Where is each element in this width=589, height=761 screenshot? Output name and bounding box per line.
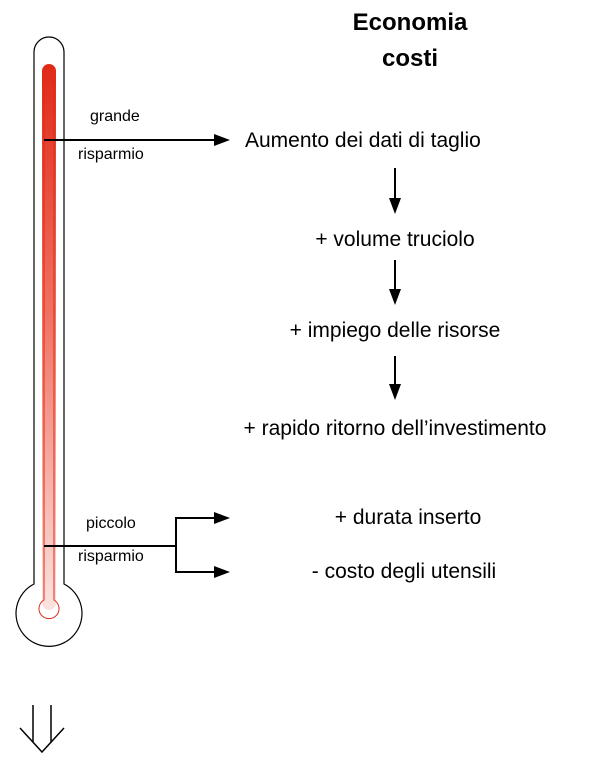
high-savings-label-1: grande <box>90 108 140 125</box>
step-resource-use: + impiego delle risorse <box>289 319 501 342</box>
low-savings-label-1: piccolo <box>86 515 136 532</box>
outcome-insert-life: + durata inserto <box>334 506 482 529</box>
double-down-arrow-icon <box>19 705 65 754</box>
thermometer-mercury <box>42 64 56 610</box>
low-savings-bracket <box>175 517 216 573</box>
step-quick-roi: + rapido ritorno dell’investimento <box>243 417 547 440</box>
flow-arrow-2 <box>389 260 401 305</box>
high-savings-label-2: risparmio <box>78 146 144 163</box>
low-savings-arrowhead-upper <box>214 512 230 524</box>
flow-arrow-3 <box>389 356 401 400</box>
title-line-2: costi <box>381 45 438 72</box>
thermometer-bulb <box>38 70 60 620</box>
high-savings-arrowhead <box>214 134 230 146</box>
title-line-1: Economia <box>352 9 468 36</box>
flow-arrow-1 <box>389 168 401 214</box>
step-increase-cutting-data: Aumento dei dati di taglio <box>245 129 481 152</box>
step-chip-volume: + volume truciolo <box>315 228 475 251</box>
low-savings-arrowhead-lower <box>214 566 230 578</box>
low-savings-label-2: risparmio <box>78 548 144 565</box>
outcome-tool-cost: - costo degli utensili <box>311 560 497 583</box>
